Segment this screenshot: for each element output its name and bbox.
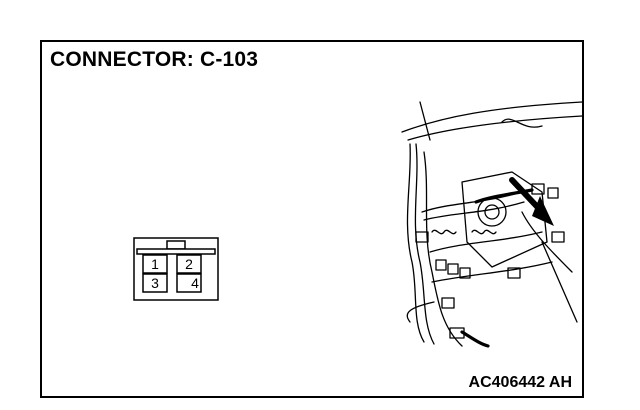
pin-label-4: 4	[191, 275, 199, 291]
connector-face-diagram: 1 2 3 4	[133, 237, 219, 301]
wiring-harness-illustration	[401, 101, 582, 348]
figure-code: AC406442 AH	[468, 374, 572, 391]
pin-cavity-2	[176, 254, 202, 274]
connector-title: CONNECTOR: C-103	[50, 48, 259, 71]
pin-cavity-3	[142, 273, 168, 293]
pin-cavity-1	[142, 254, 168, 274]
pin-label-3: 3	[151, 275, 159, 291]
pin-label-2: 2	[185, 256, 193, 272]
diagram-frame: CONNECTOR: C-103 1 2 3 4	[40, 40, 584, 398]
pin-cavity-4	[176, 273, 202, 293]
pin-label-1: 1	[151, 256, 159, 272]
